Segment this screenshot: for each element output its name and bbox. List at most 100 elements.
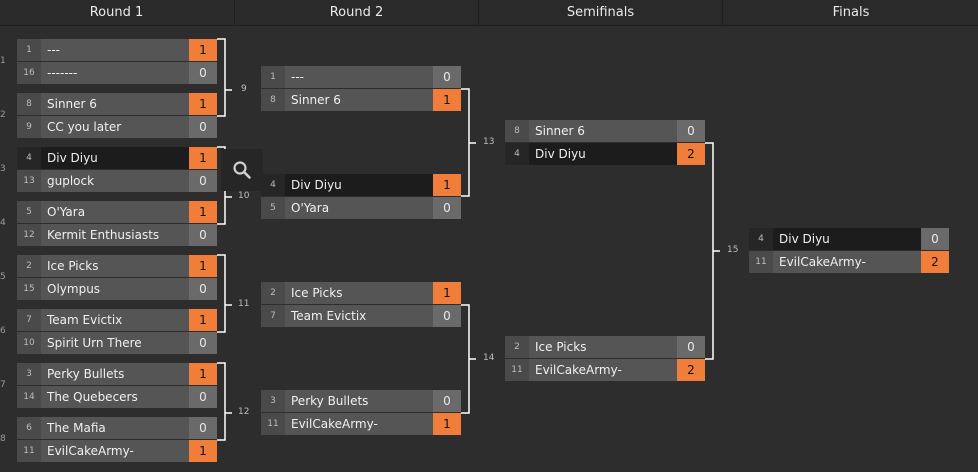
seed: 11 — [17, 440, 41, 462]
seed: 1 — [17, 39, 41, 61]
score: 0 — [189, 116, 217, 138]
side-label: 4 — [0, 218, 6, 228]
seed: 13 — [17, 170, 41, 192]
team-row[interactable]: 6 The Mafia 0 — [17, 417, 217, 439]
score: 1 — [189, 39, 217, 61]
side-label: 7 — [0, 380, 6, 390]
side-label: 6 — [0, 326, 6, 336]
team-name: CC you later — [47, 120, 122, 134]
seed: 6 — [17, 417, 41, 439]
side-label: 8 — [0, 434, 6, 444]
team-row[interactable]: 7 Team Evictix 1 — [17, 309, 217, 331]
score: 1 — [433, 174, 461, 196]
seed: 7 — [261, 305, 285, 327]
seed: 10 — [17, 332, 41, 354]
score: 1 — [433, 282, 461, 304]
side-label: 2 — [0, 110, 6, 120]
seed: 4 — [749, 228, 773, 250]
zoom-button[interactable] — [221, 149, 263, 191]
seed: 8 — [261, 89, 285, 111]
seed: 11 — [749, 251, 773, 273]
score: 0 — [189, 332, 217, 354]
team-name: The Mafia — [47, 421, 106, 435]
team-name: O'Yara — [47, 205, 86, 219]
seed: 5 — [17, 201, 41, 223]
seed: 1 — [261, 66, 285, 88]
seed: 14 — [17, 386, 41, 408]
match-number: 15 — [727, 245, 739, 255]
score: 0 — [189, 386, 217, 408]
team-row[interactable]: 1---0 — [261, 66, 461, 88]
team-name: Perky Bullets — [291, 394, 369, 408]
score: 0 — [677, 120, 705, 142]
seed: 15 — [17, 278, 41, 300]
team-name: Sinner 6 — [47, 97, 97, 111]
score: 1 — [189, 309, 217, 331]
team-name: EvilCakeArmy- — [291, 417, 378, 431]
header-semifinals: Semifinals — [478, 0, 722, 26]
match-number: 9 — [241, 84, 247, 94]
team-name: Div Diyu — [291, 178, 342, 192]
team-name: Div Diyu — [779, 232, 830, 246]
match-round1-1[interactable]: 1---1 16-------0 — [17, 39, 217, 85]
score: 1 — [189, 363, 217, 385]
seed: 12 — [17, 224, 41, 246]
seed: 3 — [261, 390, 285, 412]
score: 1 — [433, 413, 461, 435]
score: 0 — [189, 278, 217, 300]
team-name: Team Evictix — [47, 313, 123, 327]
team-row[interactable]: 1---1 — [17, 39, 217, 61]
side-label: 5 — [0, 272, 6, 282]
team-row[interactable]: 15 Olympus 0 — [17, 278, 217, 300]
seed: 7 — [17, 309, 41, 331]
search-icon — [233, 161, 251, 179]
team-name: --- — [291, 70, 304, 84]
team-row[interactable]: 16-------0 — [17, 62, 217, 84]
match-number: 12 — [238, 407, 250, 417]
score: 0 — [189, 417, 217, 439]
team-name: Olympus — [47, 282, 101, 296]
seed: 3 — [17, 363, 41, 385]
team-name: EvilCakeArmy- — [779, 255, 866, 269]
score: 0 — [433, 197, 461, 219]
